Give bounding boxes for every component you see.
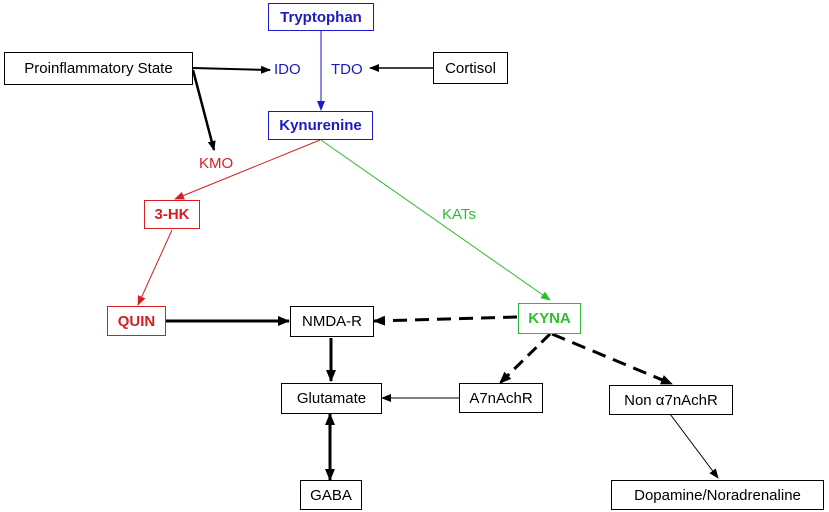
label-kats: KATs (442, 206, 476, 223)
edge-proinflammatory-ido (192, 65, 271, 74)
node-glutamate: Glutamate (281, 383, 382, 414)
node-gaba: GABA (300, 480, 362, 510)
node-nmda-r: NMDA-R (290, 306, 374, 337)
edge-3hk-quin (137, 229, 173, 306)
label-ido: IDO (274, 61, 301, 78)
label-tdo: TDO (331, 61, 363, 78)
edge-kynurenine-3hk (174, 139, 321, 200)
node-kyna: KYNA (518, 303, 581, 334)
edge-kyna-nmda (373, 315, 518, 326)
node-cortisol: Cortisol (433, 52, 508, 84)
node-dopamine-noradrenaline: Dopamine/Noradrenaline (611, 480, 824, 510)
node-kynurenine: Kynurenine (268, 111, 373, 140)
edge-proinflammatory-kmo (191, 69, 216, 151)
edge-non-a7nachr-dopamine (669, 413, 719, 479)
node-proinflammatory-state: Proinflammatory State (4, 52, 193, 85)
edge-kynurenine-kyna (320, 139, 551, 301)
node-a7nachr: A7nAchR (459, 383, 543, 413)
node-quin: QUIN (107, 306, 166, 336)
edge-kyna-non-a7nachr (551, 332, 673, 386)
label-kmo: KMO (199, 155, 234, 172)
node-tryptophan: Tryptophan (268, 3, 374, 31)
edge-kyna-a7nachr (498, 332, 552, 385)
node-non-a7nachr: Non α7nAchR (609, 385, 733, 415)
node-3hk: 3-HK (144, 200, 200, 229)
